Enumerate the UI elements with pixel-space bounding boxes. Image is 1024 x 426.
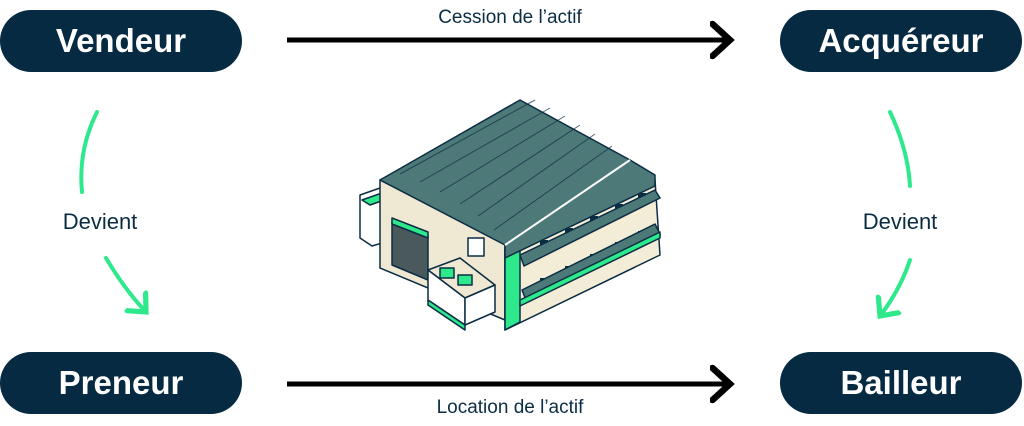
buyer-pill: Acquéreur xyxy=(780,10,1022,72)
seller-pill: Vendeur xyxy=(0,10,242,72)
right-becomes-label: Devient xyxy=(862,209,938,234)
right-becomes-arrow-bottom xyxy=(880,258,912,316)
lessor-pill: Bailleur xyxy=(780,352,1022,414)
left-becomes-arrow-bottom xyxy=(104,256,146,312)
transfer-label: Cession de l’actif xyxy=(438,7,582,28)
left-becomes-label: Devient xyxy=(62,209,138,234)
right-becomes-arrow-top xyxy=(888,110,912,188)
lease-label: Location de l’actif xyxy=(436,397,584,418)
warehouse-illustration xyxy=(359,99,661,331)
lessee-pill: Preneur xyxy=(0,352,242,414)
left-becomes-arrow-top xyxy=(79,110,99,194)
